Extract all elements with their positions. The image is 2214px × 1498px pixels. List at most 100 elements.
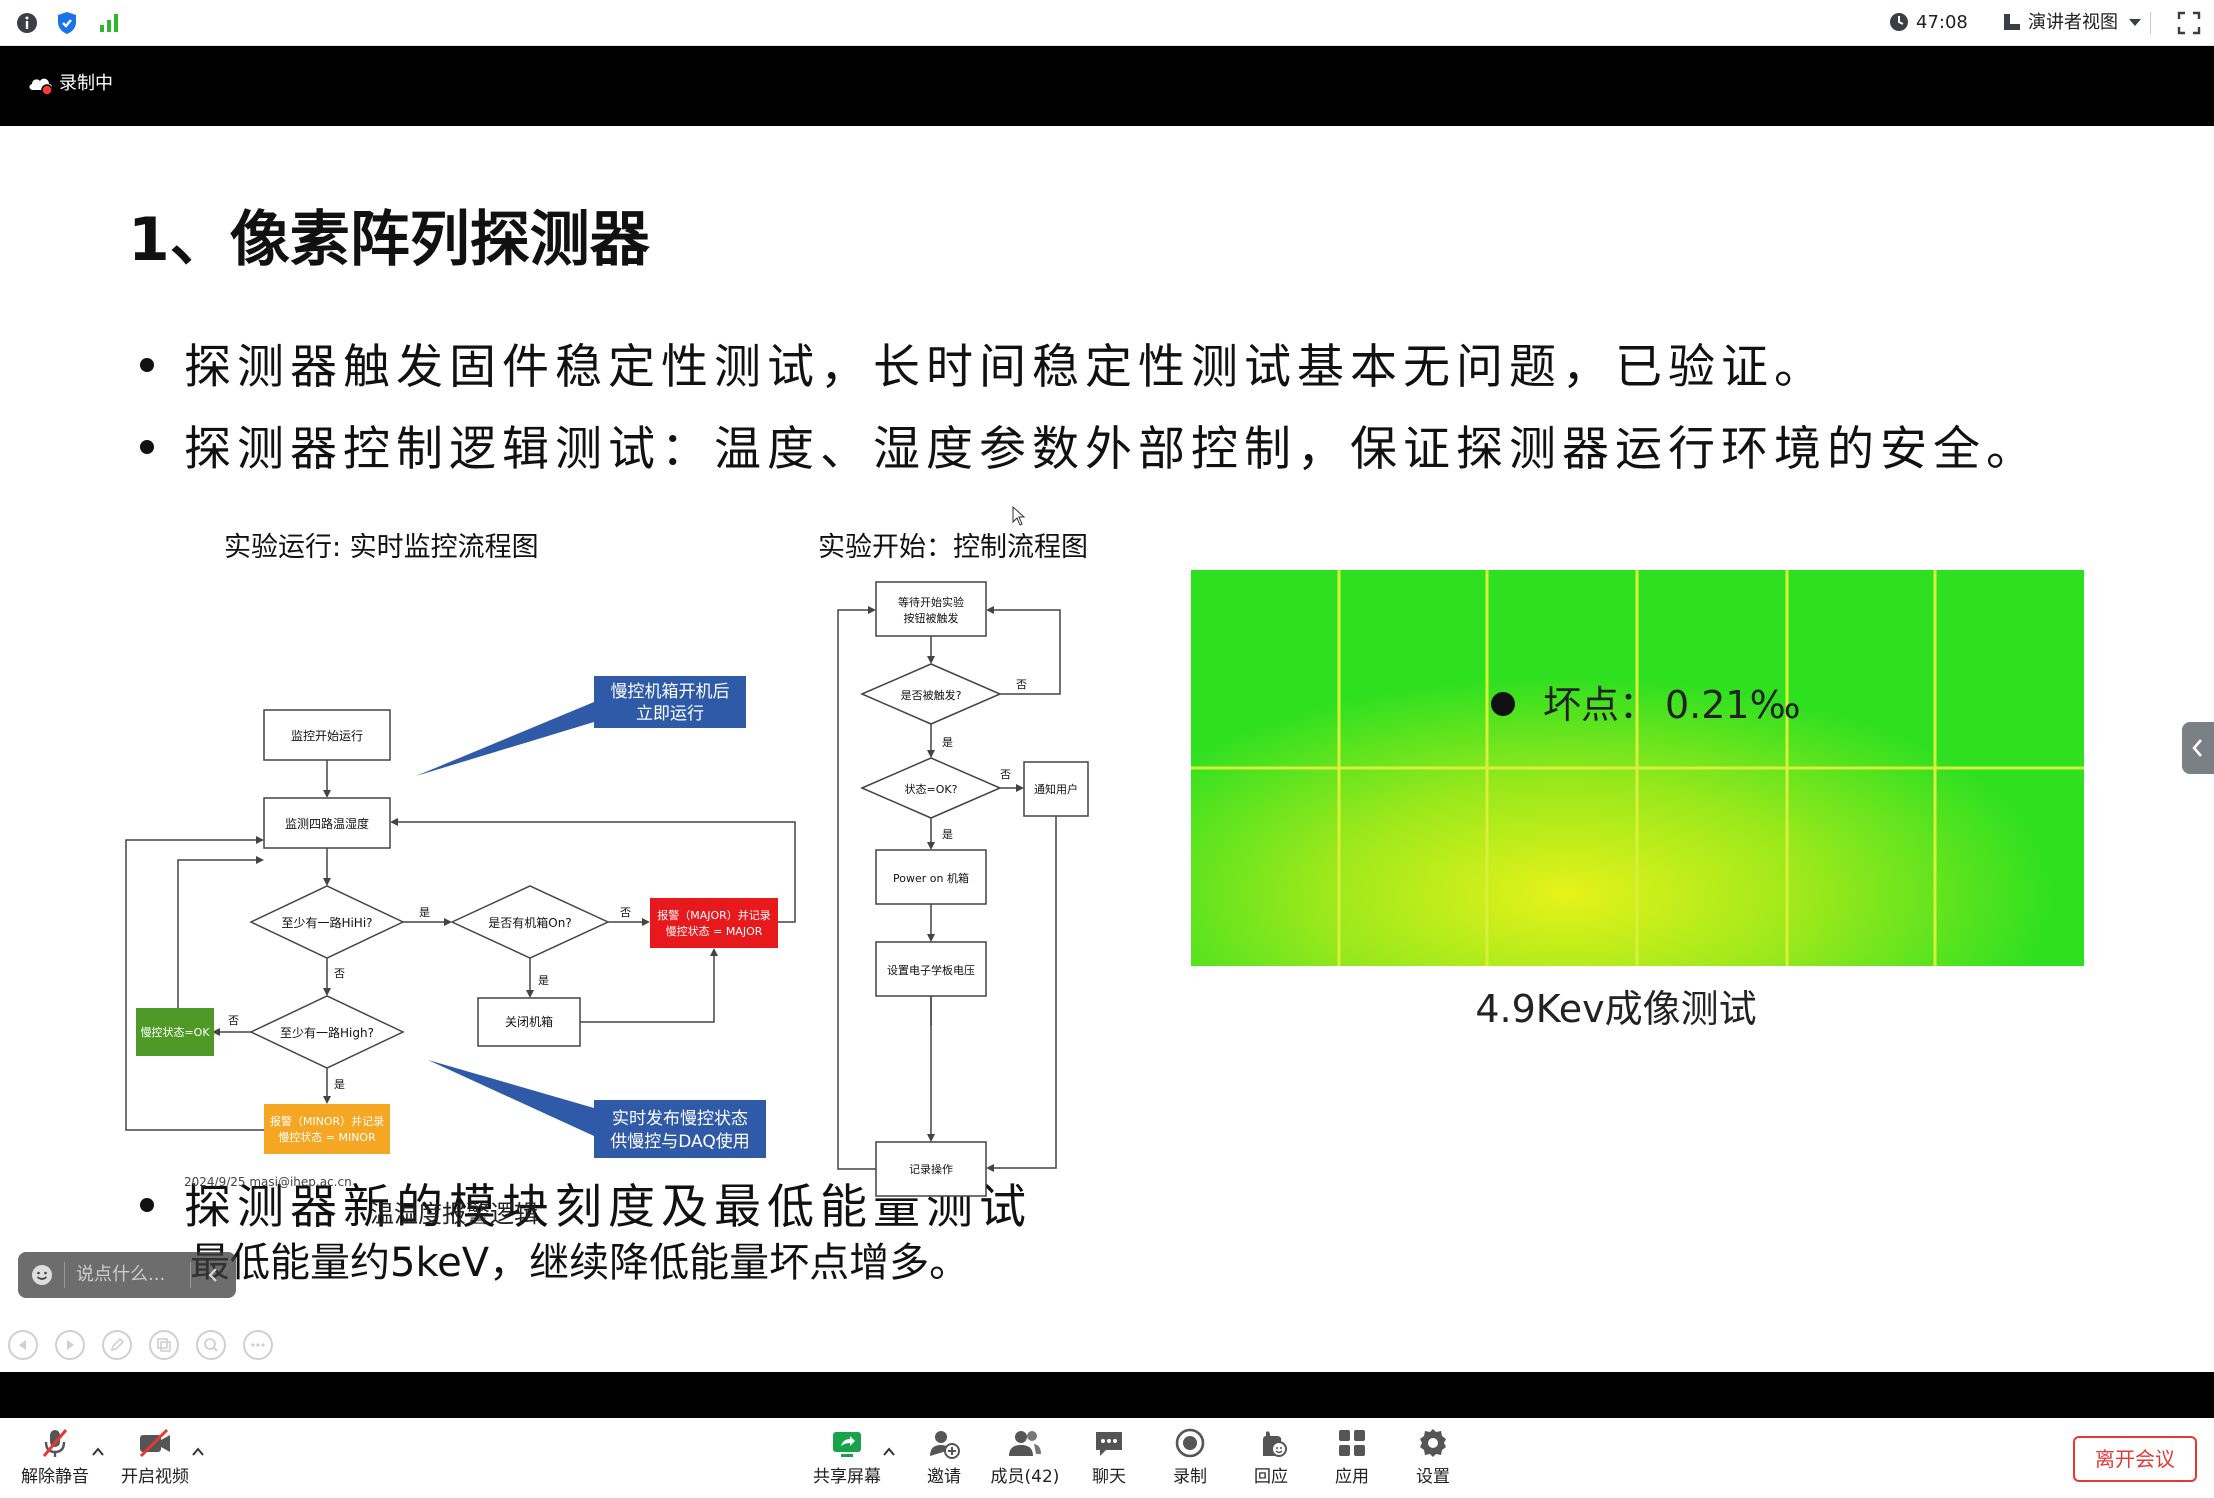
fc-close-text: 关闭机箱 <box>505 1014 553 1029</box>
recording-bar: 录制中 <box>0 46 2214 126</box>
fc-yes-label: 是 <box>334 1078 345 1091</box>
record-icon <box>1175 1428 1205 1458</box>
chat-quick-input[interactable]: 说点什么... <box>18 1252 236 1298</box>
fc-record-text: 记录操作 <box>909 1162 953 1176</box>
callout-text: 慢控机箱开机后 <box>611 681 730 702</box>
fc-monitor-box <box>263 797 391 849</box>
dead-pixel-value: 0.21‰ <box>1665 683 1801 727</box>
settings-button[interactable]: 设置 <box>1388 1426 1478 1494</box>
slides-grid-icon[interactable] <box>149 1330 179 1360</box>
recording-label: 录制中 <box>59 73 113 94</box>
emoji-icon[interactable] <box>30 1263 54 1287</box>
camera-off-icon <box>139 1428 170 1458</box>
bullet-dot <box>140 358 154 372</box>
prev-slide-icon[interactable] <box>8 1330 38 1360</box>
fc-no-label: 否 <box>334 967 345 980</box>
record-label: 录制 <box>1173 1467 1207 1487</box>
signal-icon[interactable] <box>96 10 122 36</box>
chevron-left-icon[interactable] <box>204 1266 222 1284</box>
fc-alarm-minor <box>264 1104 390 1154</box>
members-button[interactable]: 成员(42) <box>980 1426 1070 1494</box>
fc-yes-label: 是 <box>419 906 430 919</box>
flowchart-left-caption: 温湿度报警逻辑 <box>370 1200 538 1228</box>
chat-icon <box>1096 1432 1122 1456</box>
chevron-up-icon[interactable] <box>90 1444 106 1460</box>
view-mode-label: 演讲者视图 <box>2028 12 2118 33</box>
control-flowchart: 实验开始：控制流程图 等待开始实验 按钮被触发 是否被触发? 否 是 状态=OK… <box>818 532 1089 1197</box>
flowchart-left-title: 实验运行: 实时监控流程图 <box>224 532 539 563</box>
fullscreen-icon[interactable] <box>2176 10 2202 36</box>
monitoring-flowchart: 实验运行: 实时监控流程图 慢控机箱开机后 立即运行 监控开始运行 监测四路温湿… <box>125 532 796 1228</box>
fc-no-label: 否 <box>228 1014 239 1027</box>
fc-wait-text: 按钮被触发 <box>904 611 959 625</box>
divider <box>64 1262 65 1288</box>
flowchart-right-title: 实验开始：控制流程图 <box>818 532 1088 563</box>
bullet-dot <box>140 1198 154 1212</box>
view-mode-dropdown[interactable]: 演讲者视图 <box>2002 0 2141 46</box>
next-slide-icon[interactable] <box>55 1330 85 1360</box>
fc-record-box <box>875 1141 987 1197</box>
sub-note: 最低能量约5keV，继续降低能量坏点增多。 <box>190 1240 970 1286</box>
fc-power-text: Power on 机箱 <box>893 871 969 885</box>
chevron-up-icon[interactable] <box>190 1444 206 1460</box>
fc-decision-text: 至少有一路HiHi? <box>281 915 372 930</box>
side-panel-toggle[interactable] <box>2182 722 2214 774</box>
bullet-item: 探测器控制逻辑测试：温度、湿度参数外部控制，保证探测器运行环境的安全。 <box>140 418 2039 482</box>
zoom-icon[interactable] <box>196 1330 226 1360</box>
more-icon[interactable] <box>243 1330 273 1360</box>
start-video-button[interactable]: 开启视频 <box>110 1426 200 1494</box>
apps-label: 应用 <box>1335 1467 1369 1487</box>
apps-button[interactable]: 应用 <box>1307 1426 1397 1494</box>
share-screen-button[interactable]: 共享屏幕 <box>802 1426 892 1494</box>
fc-wait-box <box>875 581 987 637</box>
fc-alarm-text: 报警（MINOR）并记录 <box>270 1114 384 1128</box>
fc-voltage-box <box>875 941 987 997</box>
detector-image: 坏点： 0.21‰ <box>1191 570 2084 966</box>
share-screen-icon <box>833 1432 861 1457</box>
fc-monitor-text: 监测四路温湿度 <box>285 816 369 831</box>
fc-alarm-text: 慢控状态 = MINOR <box>278 1130 376 1144</box>
fc-alarm-major <box>650 898 778 948</box>
settings-label: 设置 <box>1416 1467 1450 1487</box>
add-user-icon <box>930 1431 960 1459</box>
info-icon[interactable] <box>14 10 40 36</box>
fc-decision-text: 状态=OK? <box>905 782 958 796</box>
divider <box>2150 12 2151 34</box>
chevron-up-icon[interactable] <box>881 1444 897 1460</box>
fc-status-ok <box>136 1008 214 1056</box>
fc-start-box <box>263 709 391 761</box>
bullet-item: 探测器触发固件稳定性测试，长时间稳定性测试基本无问题，已验证。 <box>140 336 1827 400</box>
fc-yes-label: 是 <box>942 828 953 841</box>
bullet-dot <box>140 440 154 454</box>
apps-grid-icon <box>1339 1430 1365 1456</box>
react-icon <box>1263 1431 1287 1457</box>
callout-box <box>594 1100 766 1158</box>
callout-text: 立即运行 <box>636 704 704 724</box>
leave-meeting-button[interactable]: 离开会议 <box>2073 1436 2197 1482</box>
callout-box <box>594 676 746 728</box>
chat-button[interactable]: 聊天 <box>1064 1426 1154 1494</box>
fc-close-box <box>477 997 581 1047</box>
start-video-label: 开启视频 <box>121 1467 189 1487</box>
fc-power-box <box>875 849 987 905</box>
members-icon <box>1009 1431 1041 1456</box>
shield-icon[interactable] <box>54 10 80 36</box>
chat-placeholder: 说点什么... <box>76 1264 166 1285</box>
clock-icon <box>1890 13 1908 31</box>
gear-icon <box>1420 1429 1446 1457</box>
share-screen-label: 共享屏幕 <box>813 1467 881 1487</box>
unmute-button[interactable]: 解除静音 <box>10 1426 100 1494</box>
fc-notify-text: 通知用户 <box>1034 782 1078 796</box>
meeting-timer: 47:08 <box>1916 12 1968 33</box>
react-button[interactable]: 回应 <box>1226 1426 1316 1494</box>
fc-status-ok-text: 慢控状态=OK <box>140 1025 210 1039</box>
fc-alarm-text: 报警（MAJOR）并记录 <box>657 908 771 922</box>
fc-wait-text: 等待开始实验 <box>898 595 964 609</box>
bullet-dot <box>1491 692 1515 716</box>
pen-icon[interactable] <box>102 1330 132 1360</box>
invite-button[interactable]: 邀请 <box>899 1426 989 1494</box>
meeting-toolbar: 解除静音 开启视频 共享屏幕 邀请 成员(42) 聊天 录制 <box>0 1418 2214 1498</box>
record-button[interactable]: 录制 <box>1145 1426 1235 1494</box>
callout-pointer <box>416 702 594 776</box>
